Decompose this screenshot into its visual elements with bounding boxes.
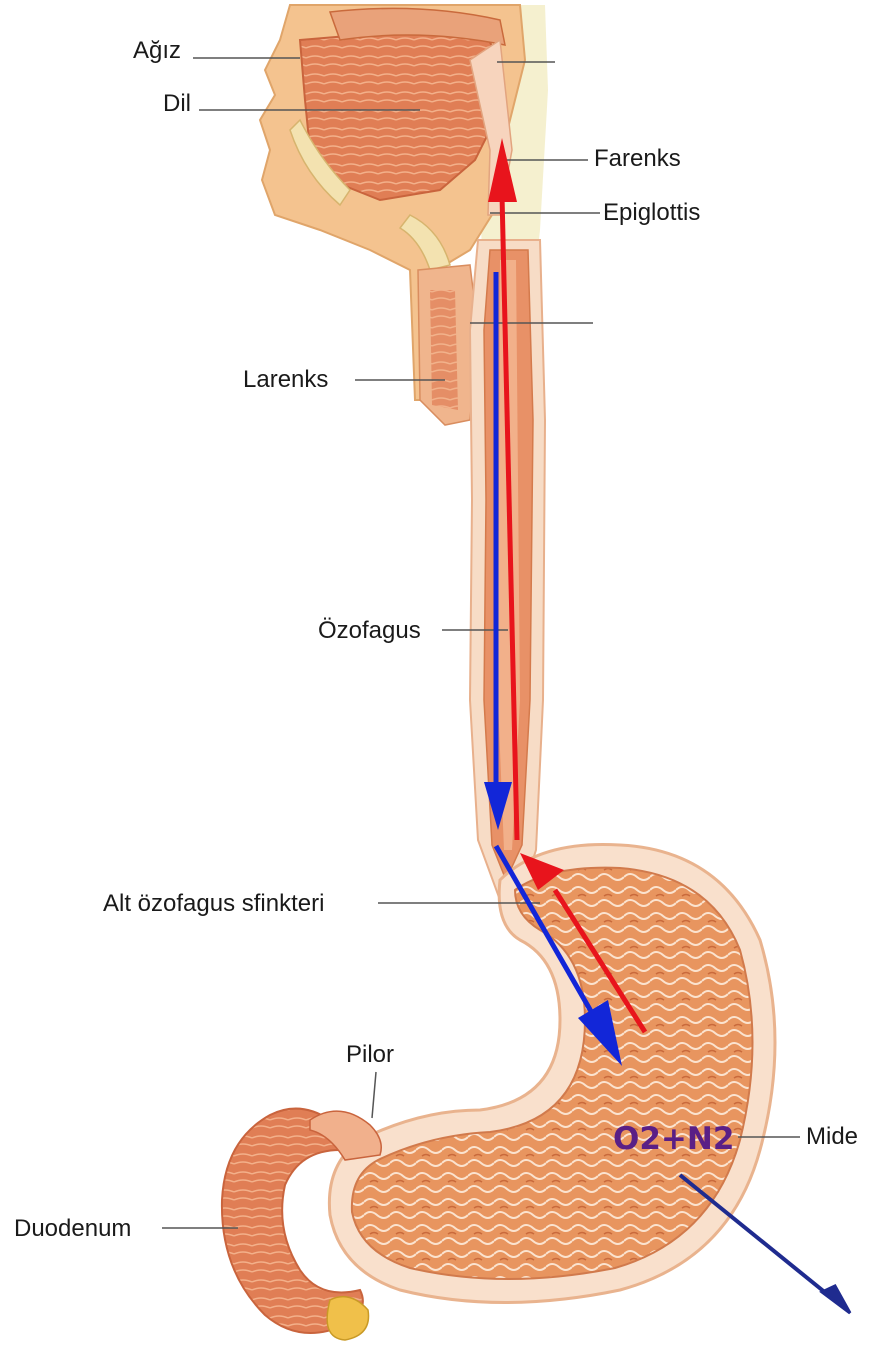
label-lower-esophageal-sphincter: Alt özofagus sfinkteri — [103, 890, 324, 917]
larynx-section — [418, 265, 478, 425]
label-mouth: Ağız — [133, 37, 181, 64]
label-duodenum: Duodenum — [14, 1215, 131, 1242]
label-pylorus: Pilor — [346, 1041, 394, 1068]
label-larynx: Larenks — [243, 366, 328, 393]
label-epiglottis: Epiglottis — [603, 199, 700, 226]
stomach-shape — [329, 844, 775, 1302]
navy-arrowhead-icon — [822, 1286, 850, 1313]
gas-annotation: O2+N2 — [613, 1121, 734, 1157]
label-pharynx: Farenks — [594, 145, 681, 172]
label-stomach: Mide — [806, 1123, 858, 1150]
label-esophagus: Özofagus — [318, 617, 421, 644]
label-tongue: Dil — [163, 90, 191, 117]
